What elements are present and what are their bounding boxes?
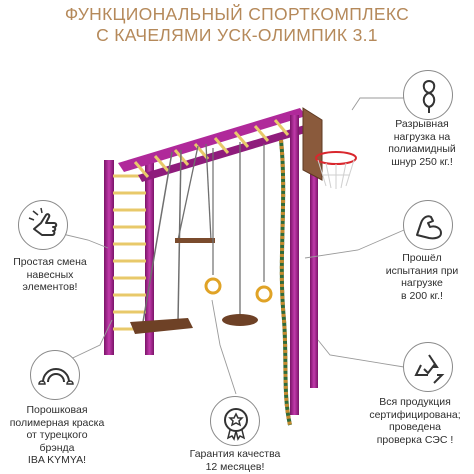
right-post-front <box>290 115 299 415</box>
feature-line: Порошковая <box>26 404 88 416</box>
feature-rope-load: Разрывная нагрузка на полиамидный шнур 2… <box>370 118 474 168</box>
feature-line: шнур 250 кг.! <box>391 155 453 168</box>
feature-line: Разрывная <box>395 118 449 130</box>
title-line-1: ФУНКЦИОНАЛЬНЫЙ СПОРТКОМПЛЕКС <box>64 4 410 24</box>
feature-warranty: Гарантия качества 12 месяцев! <box>170 448 300 473</box>
feature-line: в 200 кг.! <box>401 289 443 302</box>
feature-line: проверка СЭС ! <box>376 433 454 446</box>
feature-line: Гарантия качества <box>189 448 281 460</box>
feature-line: элементов! <box>22 281 78 293</box>
title-line-2: С КАЧЕЛЯМИ УСК-ОЛИМПИК 3.1 <box>96 25 378 45</box>
muscle-arm-icon <box>403 200 453 250</box>
feature-line: нагрузка на <box>393 130 451 143</box>
feature-line: Простая смена <box>13 256 87 268</box>
quality-badge-icon <box>210 396 260 446</box>
gymnastic-rings <box>204 144 273 303</box>
feature-line: IBA KYMYA! <box>27 454 87 466</box>
hand-ok-icon <box>18 200 68 250</box>
feature-line: сертифицирована; <box>369 408 461 421</box>
page-title: ФУНКЦИОНАЛЬНЫЙ СПОРТКОМПЛЕКС С КАЧЕЛЯМИ … <box>0 4 474 46</box>
disc-swing <box>222 142 258 326</box>
feature-line: нагрузке <box>401 277 443 289</box>
recycle-check-icon <box>403 342 453 392</box>
feature-line: Вся продукция <box>379 396 451 408</box>
feature-line: брэнда <box>39 441 75 454</box>
feature-certified: Вся продукция сертифицирована; проведена… <box>356 396 474 446</box>
trapeze-bar <box>175 143 215 243</box>
feature-line: полимерная краска <box>9 416 105 429</box>
feature-paint: Порошковая полимерная краска от турецког… <box>0 404 114 467</box>
monkey-bars <box>118 108 312 182</box>
feature-easy-swap: Простая смена навесных элементов! <box>0 256 100 294</box>
right-post-back <box>310 128 318 388</box>
feature-line: навесных <box>26 268 74 281</box>
rope-knot-icon <box>403 70 453 120</box>
feature-line: от турецкого <box>26 429 88 441</box>
feature-line: проведена <box>388 421 442 433</box>
basketball-hoop <box>302 107 357 189</box>
feature-tested: Прошёл испытания при нагрузке в 200 кг.! <box>370 252 474 302</box>
feature-line: испытания при <box>385 264 459 277</box>
feature-line: Прошёл <box>402 252 442 264</box>
feature-line: 12 месяцев! <box>205 460 265 473</box>
climbing-rope <box>279 139 292 426</box>
rainbow-icon <box>30 350 80 400</box>
feature-line: полиамидный <box>388 143 456 155</box>
